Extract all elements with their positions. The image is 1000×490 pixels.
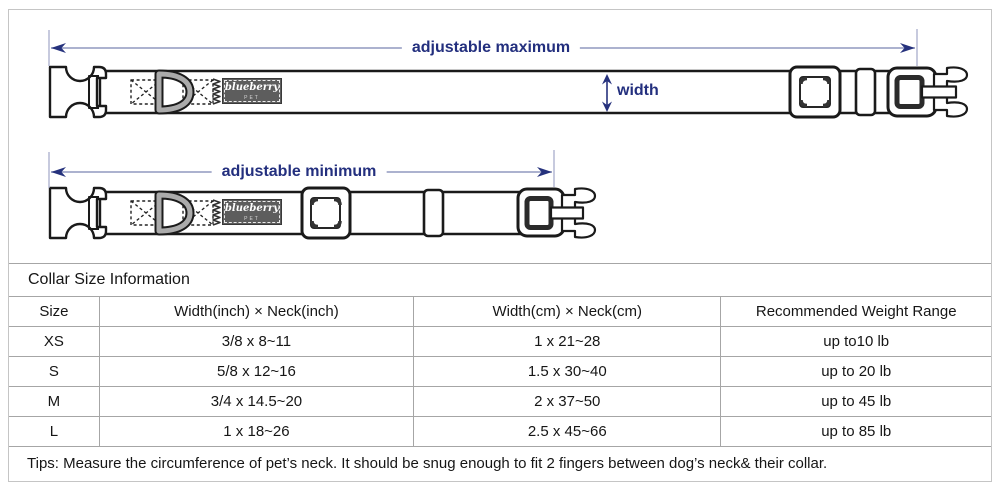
keeper-loop [422, 188, 445, 238]
brand-tag: blueberry PET [222, 199, 282, 225]
male-buckle [886, 66, 969, 118]
cell-size: L [9, 416, 100, 447]
cell-weight: up to10 lb [720, 326, 991, 357]
adjustable-maximum-label: adjustable maximum [401, 39, 581, 57]
arrowhead-left-icon [51, 43, 66, 53]
collar-max-drawing [48, 65, 969, 119]
bartack-stitch [212, 199, 221, 226]
cell-weight: up to 20 lb [720, 356, 991, 387]
buckle-bracket [88, 75, 99, 109]
d-ring [154, 190, 195, 236]
arrowhead-left-icon [51, 167, 66, 177]
cell-weight: up to 85 lb [720, 416, 991, 447]
brand-subtitle: PET [244, 216, 260, 222]
female-buckle [48, 186, 108, 240]
bartack-stitch [212, 78, 221, 105]
d-ring [154, 69, 195, 115]
table-row-m: M 3/4 x 14.5~20 2 x 37~50 up to 45 lb [9, 386, 991, 417]
collar-diagram-section: adjustable maximum width adjustable mini… [9, 10, 991, 264]
collar-diagram-art [48, 29, 969, 240]
arrowhead-right-icon [900, 43, 915, 53]
table-header-row: Size Width(inch) × Neck(inch) Width(cm) … [9, 297, 991, 327]
tips-text: Tips: Measure the circumference of pet’s… [27, 455, 828, 472]
cell-inch: 1 x 18~26 [98, 416, 415, 447]
tri-glide-slider [300, 186, 352, 240]
cell-size: XS [9, 326, 100, 357]
col-header-inch: Width(inch) × Neck(inch) [98, 297, 415, 327]
cell-weight: up to 45 lb [720, 386, 991, 417]
col-header-cm: Width(cm) × Neck(cm) [413, 297, 722, 327]
tri-glide-slider [788, 65, 842, 119]
cell-cm: 2.5 x 45~66 [413, 416, 722, 447]
keeper-loop [854, 67, 877, 117]
section-title: Collar Size Information [9, 264, 991, 297]
table-row-l: L 1 x 18~26 2.5 x 45~66 up to 85 lb [9, 416, 991, 447]
width-label: width [617, 82, 659, 99]
male-buckle [516, 187, 597, 239]
col-header-weight: Recommended Weight Range [720, 297, 991, 327]
adjustable-minimum-label: adjustable minimum [211, 163, 387, 181]
brand-subtitle: PET [244, 95, 260, 101]
collar-size-table: Size Width(inch) × Neck(inch) Width(cm) … [9, 297, 991, 447]
cell-cm: 1.5 x 30~40 [413, 356, 722, 387]
cell-inch: 3/8 x 8~11 [98, 326, 415, 357]
col-header-size: Size [9, 297, 100, 327]
female-buckle [48, 65, 108, 119]
buckle-bracket [88, 196, 99, 230]
brand-tag: blueberry PET [222, 78, 282, 104]
collar-min-drawing [48, 186, 597, 240]
brand-name: blueberry [224, 203, 280, 214]
cell-cm: 1 x 21~28 [413, 326, 722, 357]
arrowhead-down-icon [602, 101, 612, 112]
image-frame: adjustable maximum width adjustable mini… [8, 9, 992, 482]
cell-size: M [9, 386, 100, 417]
arrowhead-up-icon [602, 74, 612, 85]
cell-cm: 2 x 37~50 [413, 386, 722, 417]
cell-size: S [9, 356, 100, 387]
cell-inch: 5/8 x 12~16 [98, 356, 415, 387]
table-row-xs: XS 3/8 x 8~11 1 x 21~28 up to10 lb [9, 326, 991, 357]
cell-inch: 3/4 x 14.5~20 [98, 386, 415, 417]
arrowhead-right-icon [537, 167, 552, 177]
table-row-s: S 5/8 x 12~16 1.5 x 30~40 up to 20 lb [9, 356, 991, 387]
brand-name: blueberry [224, 82, 280, 93]
